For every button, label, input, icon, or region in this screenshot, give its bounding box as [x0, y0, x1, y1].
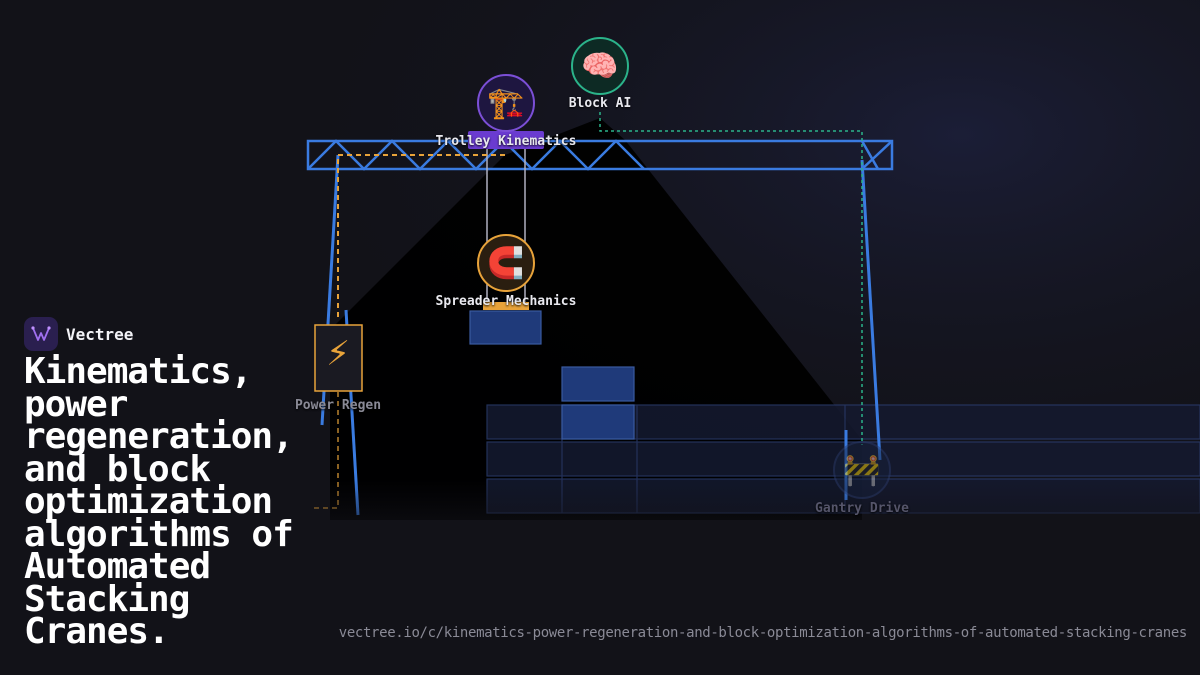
power-regen-label: Power Regen [294, 398, 382, 413]
brand-name: Vectree [66, 324, 134, 344]
gantry-drive-label: Gantry Drive [815, 501, 909, 516]
carried-container [469, 310, 542, 345]
brand[interactable]: Vectree [24, 317, 133, 351]
lightning-icon[interactable]: ⚡ [326, 334, 350, 374]
power-regen-box [314, 324, 363, 392]
link-power-ground [310, 392, 339, 509]
container-top [561, 366, 635, 402]
gantry-icon[interactable]: 🚧 [833, 441, 891, 499]
page-title: Kinematics, power regeneration, and bloc… [24, 351, 294, 652]
crane-icon[interactable]: 🏗️ [477, 74, 535, 132]
link-ai-gantry [599, 112, 863, 445]
magnet-icon[interactable]: 🧲 [477, 234, 535, 292]
container-mid [561, 404, 635, 440]
spreader-mechanics-label: Spreader Mechanics [435, 294, 577, 309]
trolley-kinematics-label: Trolley Kinematics [435, 134, 577, 149]
page-url[interactable]: vectree.io/c/kinematics-power-regenerati… [338, 625, 1188, 641]
link-trolley-power [337, 154, 505, 320]
trolley-plate [468, 131, 544, 149]
spreader-bar [483, 302, 529, 310]
block-ai-label: Block AI [568, 96, 632, 111]
brain-icon[interactable]: 🧠 [571, 37, 629, 95]
top-girder [306, 139, 894, 171]
vectree-logo-icon [24, 317, 58, 351]
